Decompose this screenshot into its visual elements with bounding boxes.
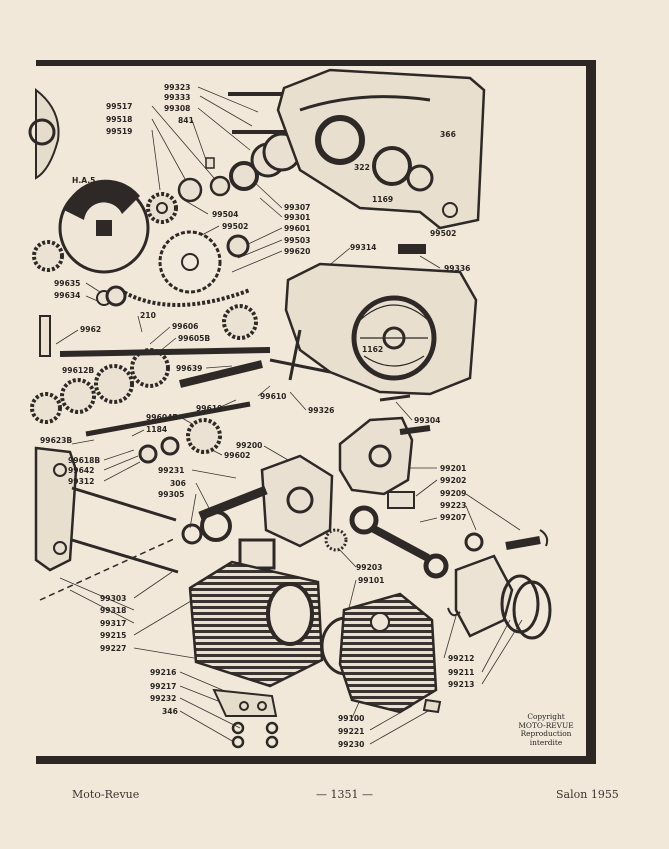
label-99211: 99211 [448,668,474,677]
label-99201: 99201 [440,464,466,473]
label-99305: 99305 [158,490,184,499]
label-99618b: 99618B [68,456,100,465]
flywheel-fragment [28,87,60,180]
cylinder-barrel [188,538,324,749]
label-366: 366 [440,130,456,139]
label-99623b: 99623B [40,436,72,445]
kick-start-bracket [34,446,179,601]
label-346: 346 [162,707,178,716]
diagram-frame [36,60,596,764]
label-99314: 99314 [350,243,376,252]
label-99602: 99602 [224,451,250,460]
label-99307: 99307 [284,203,310,212]
label-99209: 99209 [440,489,466,498]
label-99504: 99504 [212,210,238,219]
label-99518: 99518 [106,115,132,124]
label-1162: 1162 [362,345,383,354]
crankshaft [181,454,348,552]
label-99323: 99323 [164,83,190,92]
label-99517: 99517 [106,102,132,111]
copyright-line-3: Reproduction [520,729,572,739]
label-99304: 99304 [414,416,440,425]
label-99519: 99519 [106,127,132,136]
label-99216: 99216 [150,668,176,677]
label-99601: 99601 [284,224,310,233]
label-99213: 99213 [448,680,474,689]
footer-page-number: — 1351 — [316,788,373,801]
label-99101: 99101 [358,576,384,585]
label-9962: 9962 [80,325,101,334]
label-99634: 99634 [54,291,80,300]
label-99200: 99200 [236,441,262,450]
label-99605b: 99605B [178,334,210,343]
footer-publication: Moto-Revue [72,788,140,801]
label-99619: 99619 [196,404,222,413]
label-99212: 99212 [448,654,474,663]
label-99308: 99308 [164,104,190,113]
label-99336: 99336 [444,264,470,273]
label-841: 841 [178,116,194,125]
label-99202: 99202 [440,476,466,485]
label-99642: 99642 [68,466,94,475]
footer-edition: Salon 1955 [556,788,619,801]
side-cover [338,416,431,496]
label-99620: 99620 [284,247,310,256]
label-99317: 99317 [100,619,126,628]
label-99303: 99303 [100,594,126,603]
label-99502a: 99502 [222,222,248,231]
label-99227: 99227 [100,644,126,653]
gear-train [30,240,271,464]
clutch-plate [58,179,150,274]
copyright-line-2: MOTO-REVUE [518,720,574,730]
label-99223: 99223 [440,501,466,510]
copyright-line-4: interdite [529,737,563,747]
label-99217: 99217 [150,682,176,691]
label-99207: 99207 [440,513,466,522]
label-99232: 99232 [150,694,176,703]
label-99318: 99318 [100,606,126,615]
label-has: H.A.5 [72,176,95,185]
timing-gear [118,230,426,307]
label-99100: 99100 [338,714,364,723]
crankcase-lower [269,262,478,402]
label-306: 306 [170,479,186,488]
label-99333: 99333 [164,93,190,102]
label-99215: 99215 [100,631,126,640]
label-1184: 1184 [146,425,167,434]
label-210: 210 [140,311,156,320]
label-99635: 99635 [54,279,80,288]
cylinder-head [320,592,442,714]
part-labels: 99323 99333 99308 841 99517 99518 99519 … [40,83,474,749]
label-99221: 99221 [338,727,364,736]
label-99606: 99606 [172,322,198,331]
copyright-line-1: Copyright [527,712,565,721]
label-99231: 99231 [158,466,184,475]
label-99230: 99230 [338,740,364,749]
leader-lines [55,86,523,745]
label-99301: 99301 [284,213,310,222]
label-322: 322 [354,163,370,172]
label-99604b: 99604B [146,413,178,422]
label-99639: 99639 [176,364,202,373]
piston [447,554,552,640]
label-99203: 99203 [356,563,382,572]
label-1169: 1169 [372,195,393,204]
label-99502b: 99502 [430,229,456,238]
crankcase-upper [228,68,486,230]
label-99610: 99610 [260,392,286,401]
small-gears [146,132,302,258]
copyright-notice: Copyright MOTO-REVUE Reproduction interd… [500,712,592,747]
label-99612b: 99612B [62,366,94,375]
connecting-rod [349,491,549,579]
label-99326: 99326 [308,406,334,415]
label-99312: 99312 [68,477,94,486]
label-99503: 99503 [284,236,310,245]
